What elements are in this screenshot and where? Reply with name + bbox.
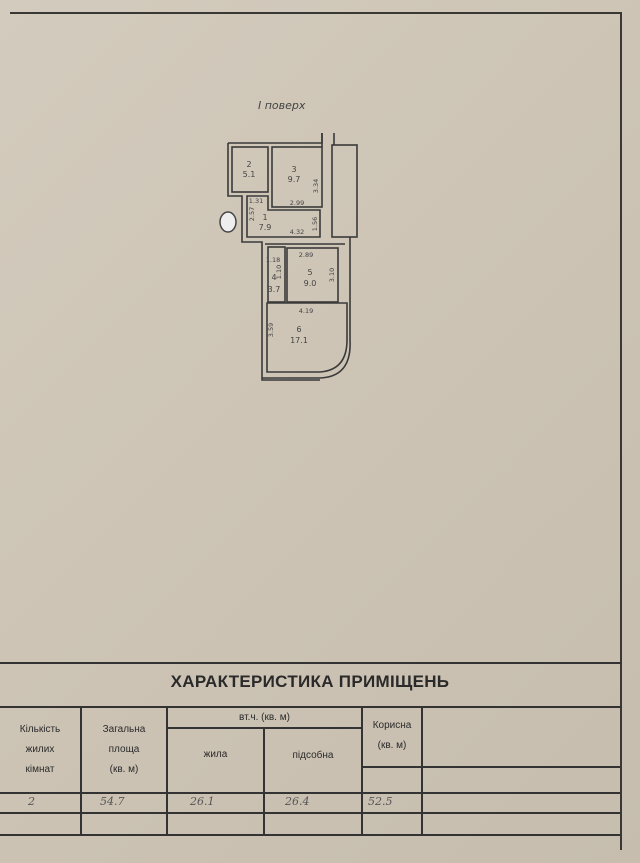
balcony-outline — [331, 144, 358, 238]
svg-text:3.10: 3.10 — [328, 268, 336, 282]
svg-text:1: 1 — [262, 213, 267, 222]
svg-text:9.0: 9.0 — [304, 279, 317, 288]
outer-wall-right — [262, 237, 351, 379]
row-divider — [0, 812, 620, 814]
value-living: 26.1 — [190, 795, 215, 808]
svg-text:3: 3 — [291, 165, 296, 174]
svg-text:1.31: 1.31 — [249, 197, 263, 205]
room-4-outline — [267, 246, 286, 303]
svg-text:3.59: 3.59 — [267, 323, 275, 337]
header-useful: Корисна(кв. м) — [372, 720, 412, 751]
svg-text:4: 4 — [271, 273, 276, 282]
svg-text:1.56: 1.56 — [311, 217, 319, 231]
header-bottom-border — [0, 792, 620, 794]
value-auxiliary: 26.4 — [285, 795, 310, 808]
pipe-icon — [219, 211, 237, 233]
svg-text:2.89: 2.89 — [299, 251, 313, 259]
svg-text:5.1: 5.1 — [243, 170, 256, 179]
col-divider — [263, 727, 265, 836]
col-divider — [421, 706, 423, 836]
svg-text:6: 6 — [296, 325, 301, 334]
svg-text:17.1: 17.1 — [290, 336, 308, 345]
svg-text:1.18: 1.18 — [266, 256, 280, 264]
floor-label: І поверх — [258, 99, 306, 112]
room-2-outline — [231, 146, 269, 193]
table-bottom-border — [0, 834, 620, 836]
value-total-area: 54.7 — [100, 795, 125, 808]
value-useful: 52.5 — [368, 795, 393, 808]
useful-divider — [362, 766, 620, 768]
svg-text:7.9: 7.9 — [259, 223, 272, 232]
col-divider — [361, 706, 363, 836]
header-living: жила — [203, 749, 228, 760]
table-top-border — [0, 662, 622, 664]
svg-text:4.32: 4.32 — [290, 228, 304, 236]
room-5-outline — [286, 247, 339, 303]
svg-text:2.99: 2.99 — [290, 199, 304, 207]
room-1-outline — [246, 195, 321, 238]
svg-text:2.57: 2.57 — [248, 207, 256, 221]
svg-text:4.19: 4.19 — [299, 307, 313, 315]
header-auxiliary: підсобна — [292, 750, 334, 761]
table-title: ХАРАКТЕРИСТИКА ПРИМІЩЕНЬ — [170, 672, 450, 691]
floor-plan: І поверх 25.1 39.7 17.9 43.7 59.0 617.1 … — [219, 99, 358, 381]
header-including: вт.ч. (кв. м) — [239, 711, 290, 723]
svg-text:5: 5 — [307, 268, 312, 277]
svg-text:3.34: 3.34 — [312, 179, 320, 193]
room-3-outline — [271, 146, 323, 208]
table-title-divider — [0, 706, 622, 708]
svg-text:3.7: 3.7 — [268, 285, 281, 294]
svg-text:2: 2 — [246, 160, 251, 169]
svg-text:9.7: 9.7 — [288, 175, 301, 184]
svg-text:1.10: 1.10 — [275, 265, 283, 279]
col-divider — [80, 706, 82, 836]
room-6-outline — [266, 302, 348, 373]
col-divider — [166, 706, 168, 836]
drawing-frame — [10, 12, 622, 850]
value-rooms-count: 2 — [28, 795, 35, 808]
